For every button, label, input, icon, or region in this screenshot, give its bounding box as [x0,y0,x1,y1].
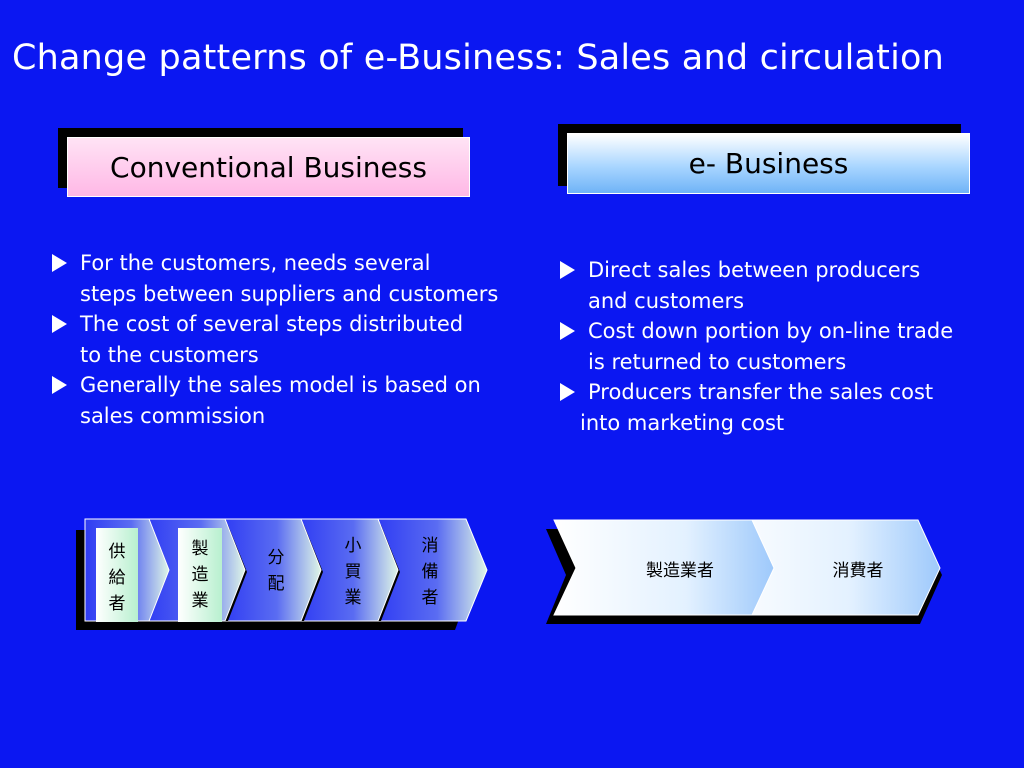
ebusiness-bullet-list: Direct sales between producers and custo… [560,255,1015,438]
conventional-bullet-item: The cost of several steps distributed to… [52,309,552,370]
conventional-bullet-item: Generally the sales model is based on sa… [52,370,552,431]
chevron-label-panel [178,528,222,622]
chain-label-char: 買 [345,562,362,582]
chain-label-consumer: 消 備 者 [422,536,439,608]
chain-label-char: 業 [345,588,362,608]
chevron-label-panel [96,528,138,622]
bullet-text: and customers [588,288,745,313]
ebusiness-bullet-item: Cost down portion by on-line trade is re… [560,316,1015,377]
bullet-text: steps between suppliers and customers [80,281,499,306]
conventional-business-header-label: Conventional Business [110,150,427,184]
chain-label-manufacturer: 製 造 業 [192,539,209,611]
chain-label-supplier: 供 給 者 [109,542,126,614]
chain-label-char: 分 [268,548,285,568]
chain-label-char: 者 [422,588,439,608]
bullet-text: The cost of several steps distributed [80,312,464,336]
ebusiness-header: e- Business [567,133,970,194]
conventional-business-header: Conventional Business [67,137,470,197]
bullet-text: to the customers [80,342,259,367]
bullet-text: into marketing cost [580,410,785,435]
bullet-triangle-icon [52,254,67,272]
ebusiness-bullet-item: Producers transfer the sales cost into m… [560,377,1015,438]
chain-label-char: 供 [109,542,126,562]
bullet-triangle-icon [560,261,575,279]
chain-label-char: 造 [192,565,209,585]
chain-label-char: 業 [192,591,209,611]
chain-label-char: 給 [109,568,126,588]
chain-label-char: 製 [192,539,209,559]
bullet-triangle-icon [560,383,575,401]
bullet-text: Direct sales between producers [588,258,921,282]
conventional-bullet-item: For the customers, needs several steps b… [52,248,552,309]
bullet-text: Cost down portion by on-line trade [588,319,954,343]
chain-label-char: 配 [268,574,285,594]
bullet-triangle-icon [52,376,67,394]
chain-label-char: 消 [422,536,439,556]
bullet-triangle-icon [52,315,67,333]
bullet-text: For the customers, needs several [80,251,431,275]
bullet-text: is returned to customers [588,349,847,374]
chain-label-distribution: 分 配 [268,548,285,594]
conventional-bullet-list: For the customers, needs several steps b… [52,248,552,431]
bullet-triangle-icon [560,322,575,340]
bullet-text: Producers transfer the sales cost [588,380,934,404]
ebusiness-bullet-item: Direct sales between producers and custo… [560,255,1015,316]
chain-label-char: 小 [345,536,362,556]
bullet-text: sales commission [80,403,266,428]
ebusiness-chain-label-producer: 製造業者 [646,561,714,581]
slide-title: Change patterns of e-Business: Sales and… [12,38,945,78]
chevron-shape [553,519,775,616]
chain-label-char: 備 [422,562,439,582]
ebusiness-header-label: e- Business [688,147,849,180]
chain-label-char: 者 [109,594,126,614]
chain-label-retailer: 小 買 業 [345,536,362,608]
bullet-text: Generally the sales model is based on [80,373,481,397]
ebusiness-chain-label-consumer: 消費者 [833,561,884,581]
